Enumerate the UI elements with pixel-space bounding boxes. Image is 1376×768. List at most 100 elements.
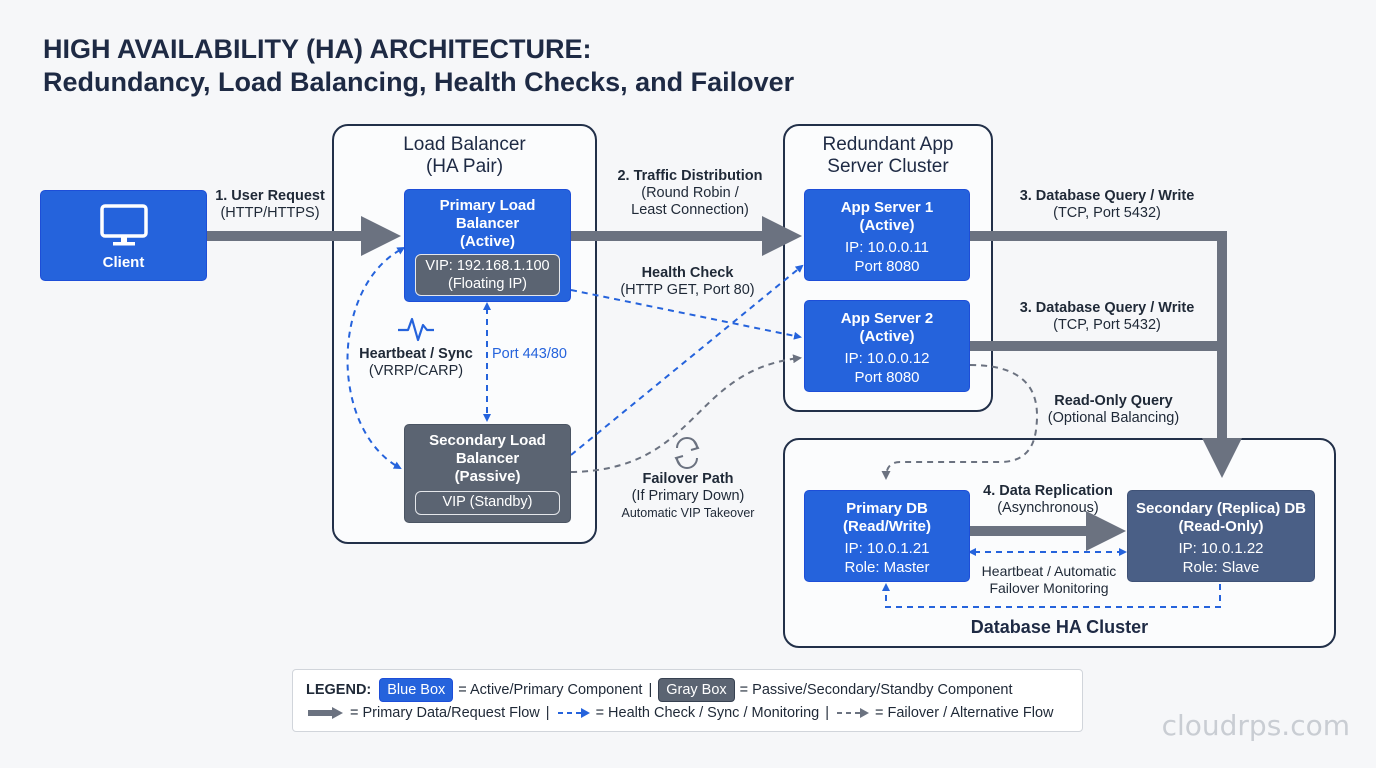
db-query-2-title: 3. Database Query / Write	[1019, 300, 1195, 316]
app-server-1-port: Port 8080	[854, 258, 920, 275]
secondary-db-title: Secondary (Replica) DB (Read-Only)	[1128, 500, 1314, 536]
health-check-line	[570, 289, 802, 340]
lb-title-1: Load Balancer	[403, 134, 526, 155]
secondary-lb-l3: (Passive)	[454, 468, 521, 485]
read-only-title: Read-Only Query	[1054, 393, 1173, 409]
app-server-2-name: App Server 2	[840, 310, 934, 327]
db-cluster-title: Database HA Cluster	[970, 617, 1149, 637]
secondary-lb-l1: Secondary Load	[429, 432, 546, 449]
legend-row-boxes: LEGEND: Blue Box = Active/Primary Compon…	[306, 678, 1013, 702]
db-monitoring-loop	[882, 583, 1221, 608]
legend-sep-2: |	[545, 705, 550, 721]
legend: LEGEND: Blue Box = Active/Primary Compon…	[292, 669, 1083, 732]
legend-blue-dashed-desc: = Health Check / Sync / Monitoring	[595, 705, 820, 721]
heartbeat-title: Heartbeat / Sync	[359, 346, 473, 362]
db-query-label-1: 3. Database Query / Write (TCP, Port 543…	[1006, 188, 1208, 222]
app-server-2-details: IP: 10.0.0.12 Port 8080	[805, 349, 969, 387]
primary-db-title: Primary DB (Read/Write)	[805, 500, 969, 536]
secondary-db[interactable]: Secondary (Replica) DB (Read-Only) IP: 1…	[1127, 490, 1315, 582]
lb-title-2: (HA Pair)	[425, 156, 504, 177]
failover-note: Automatic VIP Takeover	[621, 506, 755, 520]
port-label: Port 443/80	[492, 346, 567, 362]
app-server-2-port: Port 8080	[854, 369, 920, 386]
app-server-1-ip: IP: 10.0.0.11	[845, 239, 929, 256]
db-heartbeat-l1: Heartbeat / Automatic	[981, 563, 1117, 579]
health-sub: (HTTP GET, Port 80)	[620, 282, 755, 298]
secondary-load-balancer[interactable]: Secondary Load Balancer (Passive) VIP (S…	[404, 424, 571, 523]
primary-load-balancer[interactable]: Primary Load Balancer (Active) VIP: 192.…	[404, 189, 571, 302]
primary-vip: VIP: 192.168.1.100	[425, 258, 550, 274]
client-label: Client	[102, 254, 145, 271]
legend-sep-1: |	[648, 682, 653, 698]
app-cluster-group-title: Redundant App Server Cluster	[783, 134, 993, 178]
legend-gray-dashed-arrow-icon	[837, 708, 869, 718]
db-heartbeat-l2: Failover Monitoring	[989, 580, 1109, 596]
app-server-2-title: App Server 2 (Active)	[805, 310, 969, 346]
db-heartbeat-label: Heartbeat / Automatic Failover Monitorin…	[968, 563, 1130, 597]
monitor-icon	[100, 204, 148, 246]
app-server-2-ip: IP: 10.0.0.12	[844, 350, 930, 367]
primary-db-details: IP: 10.0.1.21 Role: Master	[805, 539, 969, 577]
lb-heartbeat-curve	[346, 247, 406, 469]
failover-label: Failover Path (If Primary Down) Automati…	[608, 471, 768, 522]
failover-path-line	[570, 354, 802, 473]
secondary-to-app1-line	[570, 264, 804, 456]
primary-vip-note: (Floating IP)	[448, 276, 527, 292]
primary-lb-title: Primary Load Balancer (Active)	[405, 197, 570, 251]
app-title-2: Server Cluster	[827, 156, 949, 177]
secondary-db-l1: Secondary (Replica) DB	[1135, 500, 1307, 517]
app-server-1-details: IP: 10.0.0.11 Port 8080	[805, 238, 969, 276]
secondary-db-ip: IP: 10.0.1.22	[1178, 540, 1264, 557]
user-request-sub: (HTTP/HTTPS)	[220, 205, 320, 221]
secondary-db-l2: (Read-Only)	[1178, 518, 1264, 535]
legend-label: LEGEND:	[306, 682, 372, 698]
client-box[interactable]: Client	[40, 190, 207, 281]
read-only-sub: (Optional Balancing)	[1047, 410, 1180, 426]
secondary-lb-title: Secondary Load Balancer (Passive)	[405, 432, 570, 486]
diagram-title: HIGH AVAILABILITY (HA) ARCHITECTURE: Red…	[43, 33, 794, 99]
legend-row-lines: = Primary Data/Request Flow | = Health C…	[306, 705, 1054, 721]
db-query-1-sub: (TCP, Port 5432)	[1053, 205, 1161, 221]
watermark: cloudrps.com	[1161, 709, 1350, 742]
app-server-1-name: App Server 1	[840, 199, 934, 216]
health-title: Health Check	[641, 265, 734, 281]
primary-vip-box: VIP: 192.168.1.100 (Floating IP)	[415, 254, 560, 296]
legend-gray-dashed-desc: = Failover / Alternative Flow	[875, 705, 1054, 721]
load-balancer-group-title: Load Balancer (HA Pair)	[332, 134, 597, 178]
app-server-1-state: (Active)	[859, 217, 915, 234]
refresh-icon	[674, 437, 700, 469]
db-query-1-title: 3. Database Query / Write	[1019, 188, 1195, 204]
read-only-query-line	[881, 364, 1039, 480]
traffic-sub2: Least Connection)	[631, 202, 749, 218]
primary-db[interactable]: Primary DB (Read/Write) IP: 10.0.1.21 Ro…	[804, 490, 970, 582]
legend-blue-chip: Blue Box	[379, 678, 454, 702]
app-server-2-state: (Active)	[859, 328, 915, 345]
secondary-db-role: Role: Slave	[1182, 559, 1260, 576]
standby-vip-box: VIP (Standby)	[415, 491, 560, 515]
failover-sub: (If Primary Down)	[631, 488, 745, 504]
legend-solid-arrow-icon	[308, 707, 343, 719]
app-server-1[interactable]: App Server 1 (Active) IP: 10.0.0.11 Port…	[804, 189, 970, 281]
pulse-icon	[398, 317, 434, 342]
traffic-distribution-label: 2. Traffic Distribution (Round Robin / L…	[600, 168, 780, 219]
db-query-2-sub: (TCP, Port 5432)	[1053, 317, 1161, 333]
read-only-label: Read-Only Query (Optional Balancing)	[1036, 393, 1191, 427]
replication-label: 4. Data Replication (Asynchronous)	[972, 483, 1124, 517]
failover-title: Failover Path	[642, 471, 734, 487]
app-server-2[interactable]: App Server 2 (Active) IP: 10.0.0.12 Port…	[804, 300, 970, 392]
secondary-lb-l2: Balancer	[455, 450, 520, 467]
replication-sub: (Asynchronous)	[997, 500, 1099, 516]
primary-db-role: Role: Master	[844, 559, 930, 576]
heartbeat-sub: (VRRP/CARP)	[368, 363, 464, 379]
primary-lb-l3: (Active)	[459, 233, 515, 250]
secondary-db-details: IP: 10.0.1.22 Role: Slave	[1128, 539, 1314, 577]
title-line-2: Redundancy, Load Balancing, Health Check…	[43, 67, 795, 97]
legend-blue-dashed-arrow-icon	[557, 708, 590, 718]
primary-lb-l2: Balancer	[455, 215, 520, 232]
db-query-line-1	[970, 231, 1242, 478]
legend-gray-chip: Gray Box	[658, 678, 735, 702]
legend-gray-desc: = Passive/Secondary/Standby Component	[739, 682, 1013, 698]
legend-solid-desc: = Primary Data/Request Flow	[350, 705, 540, 721]
user-request-label: 1. User Request (HTTP/HTTPS)	[208, 188, 332, 222]
